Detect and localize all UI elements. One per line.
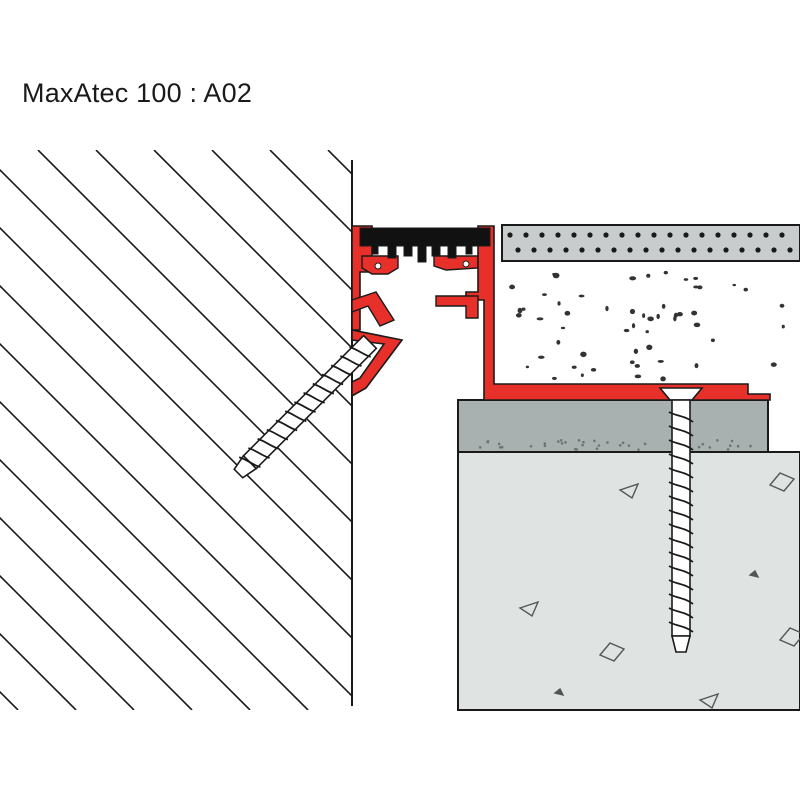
expansion-profile [351, 225, 771, 401]
bedding-layer [457, 399, 769, 453]
diagram-title: MaxAtec 100 : A02 [22, 78, 253, 108]
wall-screw [233, 334, 378, 479]
perforated-tile [501, 224, 800, 262]
hatched-wall [0, 150, 353, 710]
concrete-screed [497, 262, 800, 400]
floor-screw [658, 387, 704, 653]
base-slab [457, 451, 800, 711]
rubber-insert [359, 227, 491, 263]
